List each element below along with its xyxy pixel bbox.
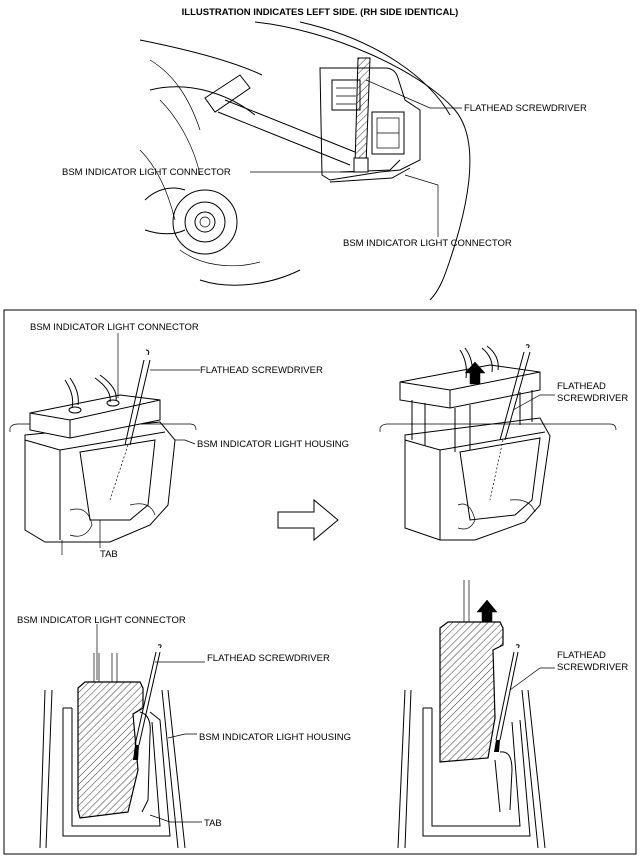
top-connector-bottom-label: BSM INDICATOR LIGHT CONNECTOR	[343, 238, 512, 249]
lr-screwdriver-label-2: SCREWDRIVER	[557, 662, 628, 673]
ll-tab-label: TAB	[204, 818, 222, 829]
top-mirror-view	[139, 21, 471, 301]
upper-right-connector-3d	[379, 344, 617, 541]
ul-screwdriver-label: FLATHEAD SCREWDRIVER	[200, 365, 323, 376]
top-connector-left-label: BSM INDICATOR LIGHT CONNECTOR	[62, 167, 231, 178]
lower-left-cross-section	[39, 644, 186, 849]
ul-tab-label: TAB	[100, 549, 118, 560]
ur-screwdriver-label-1: FLATHEAD	[557, 381, 606, 392]
right-arrow-icon	[277, 498, 339, 542]
illustration-title: ILLUSTRATION INDICATES LEFT SIDE. (RH SI…	[182, 7, 459, 18]
ll-screwdriver-label: FLATHEAD SCREWDRIVER	[207, 653, 330, 664]
up-arrow-icon	[464, 361, 486, 385]
lr-screwdriver-label-1: FLATHEAD	[557, 650, 606, 661]
upper-left-connector-3d	[9, 349, 197, 555]
lower-right-cross-section	[397, 580, 546, 849]
ul-connector-label: BSM INDICATOR LIGHT CONNECTOR	[30, 322, 199, 333]
detail-frame	[3, 309, 637, 855]
ll-housing-label: BSM INDICATOR LIGHT HOUSING	[199, 732, 351, 743]
ul-housing-label: BSM INDICATOR LIGHT HOUSING	[197, 439, 349, 450]
ur-screwdriver-label-2: SCREWDRIVER	[557, 393, 628, 404]
top-screwdriver-label: FLATHEAD SCREWDRIVER	[464, 103, 587, 114]
ll-connector-label: BSM INDICATOR LIGHT CONNECTOR	[17, 615, 186, 626]
up-arrow-icon-lower	[476, 599, 498, 623]
